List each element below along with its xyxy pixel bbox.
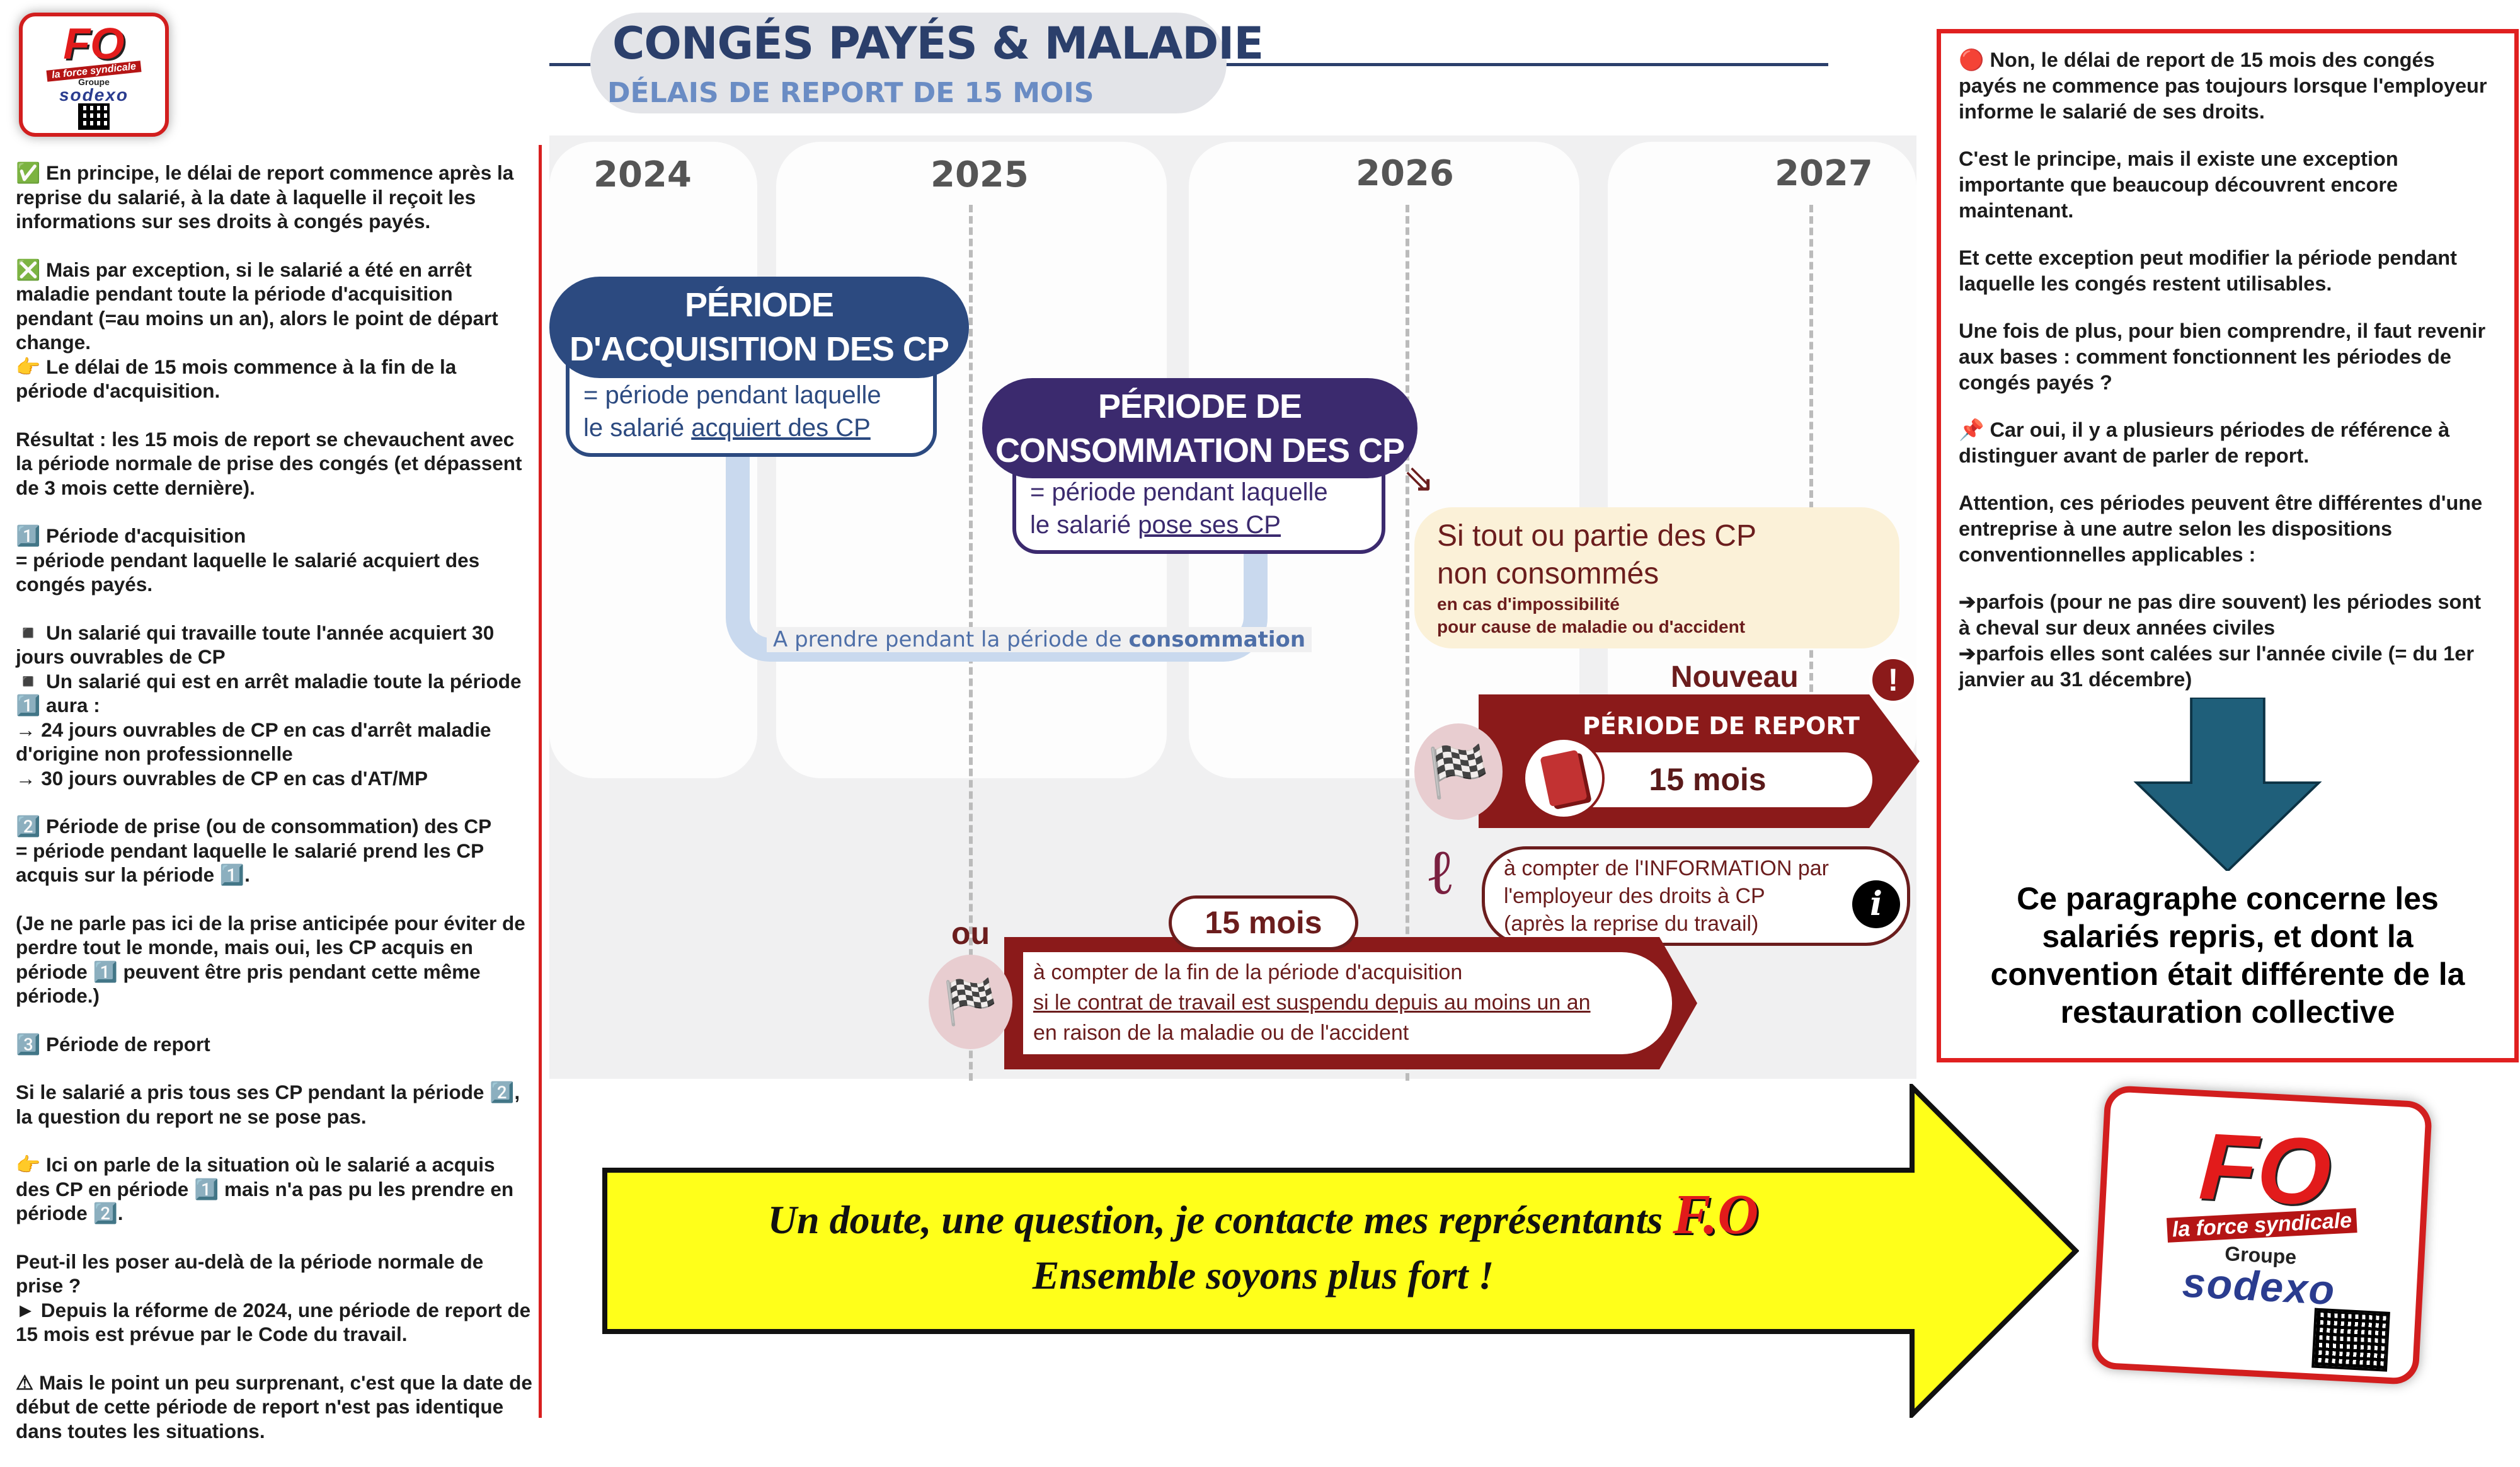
year-label: 2024 — [593, 154, 692, 195]
infographic-title: CONGÉS PAYÉS & MALADIE — [612, 18, 1264, 69]
fo-sodexo-logo-large: FO la force syndicale Groupe sodexo — [2090, 1084, 2433, 1386]
down-arrow-icon — [2133, 698, 2322, 871]
banner-line-2: Ensemble soyons plus fort ! — [1032, 1253, 1494, 1297]
info-line-1: à compter de l'INFORMATION par — [1504, 856, 1829, 880]
left-paragraph: ⚠ Mais le point un peu surprenant, c'est… — [16, 1371, 538, 1442]
banner-fo: F.O — [1673, 1183, 1759, 1246]
left-paragraph: 3️⃣ Période de report — [16, 1032, 210, 1056]
left-paragraph: Si le salarié a pris tous ses CP pendant… — [16, 1081, 525, 1128]
infographic: 2024 2025 2026 2027 A prendre pendant la… — [549, 135, 1920, 1081]
fo-tagline: la force syndicale — [2167, 1208, 2358, 1243]
left-paragraph: ◾ Un salarié qui travaille toute l'année… — [16, 621, 522, 790]
acq-title-2: D'ACQUISITION DES CP — [570, 330, 949, 368]
nc-small-2: pour cause de maladie ou d'accident — [1437, 617, 1746, 636]
year-label: 2025 — [931, 154, 1029, 195]
alt-line-2: si le contrat de travail est suspendu de… — [1033, 991, 1591, 1015]
cons-desc-1: = période pendant laquelle — [1030, 478, 1328, 506]
alt-description: à compter de la fin de la période d'acqu… — [1023, 952, 1672, 1054]
year-column — [1608, 142, 1916, 778]
arrow-down-right-icon: ⇘ — [1403, 457, 1435, 500]
left-paragraph: Peut-il les poser au-delà de la période … — [16, 1250, 531, 1346]
info-line-2: l'employeur des droits à CP — [1504, 884, 1765, 908]
year-label: 2026 — [1356, 153, 1454, 194]
nc-small-1: en cas d'impossibilité — [1437, 594, 1620, 614]
infographic-header: CONGÉS PAYÉS & MALADIE DÉLAIS DE REPORT … — [549, 0, 1916, 135]
connector-bold: consommation — [1128, 627, 1306, 652]
info-icon: i — [1852, 880, 1900, 928]
logo-group: Groupe — [78, 77, 110, 87]
left-paragraph: ❎ Mais par exception, si le salarié a ét… — [16, 258, 498, 403]
acq-desc-prefix: le salarié — [583, 414, 692, 442]
acquisition-pill: PÉRIODE D'ACQUISITION DES CP — [549, 277, 969, 378]
nouveau-label: Nouveau — [1671, 660, 1799, 694]
qr-code-icon — [78, 103, 110, 130]
qr-code-icon — [2311, 1308, 2390, 1372]
banner-line-1-text: Un doute, une question, je contacte mes … — [767, 1197, 1673, 1242]
right-paragraph: Et cette exception peut modifier la péri… — [1959, 246, 2463, 295]
fo-sodexo-logo-small: FO la force syndicale Groupe sodexo — [19, 13, 169, 137]
logo-sodexo: sodexo — [59, 85, 129, 105]
checkered-flags-icon: 🏁 — [1414, 723, 1503, 820]
right-paragraph: ➔parfois (pour ne pas dire souvent) les … — [1959, 590, 2482, 691]
right-paragraph: C'est le principe, mais il existe une ex… — [1959, 147, 2404, 222]
alt-line-1: à compter de la fin de la période d'acqu… — [1033, 960, 1463, 984]
left-paragraph: 👉 Ici on parle de la situation où le sal… — [16, 1153, 519, 1224]
consommation-pill: PÉRIODE DE CONSOMMATION DES CP — [982, 378, 1418, 478]
acq-desc-1: = période pendant laquelle — [583, 381, 881, 409]
acq-title-1: PÉRIODE — [684, 286, 834, 324]
report-duration-text: 15 mois — [1649, 762, 1767, 797]
alt-duration-text: 15 mois — [1205, 905, 1322, 940]
connector-label: A prendre pendant la période de consomma… — [767, 627, 1312, 652]
cons-desc-prefix: le salarié — [1030, 511, 1138, 539]
right-text-box: 🔴 Non, le délai de report de 15 mois des… — [1937, 29, 2519, 1062]
right-paragraph: Une fois de plus, pour bien comprendre, … — [1959, 319, 2492, 394]
alt-line-3: en raison de la maladie ou de l'accident — [1033, 1021, 1409, 1045]
year-column — [549, 142, 757, 778]
left-paragraph: ✅ En principe, le délai de report commen… — [16, 161, 520, 233]
ou-label: ou — [951, 916, 990, 951]
acq-desc-2: le salarié acquiert des CP — [583, 411, 919, 444]
left-paragraph: (Je ne parle pas ici de la prise anticip… — [16, 911, 531, 1008]
banner-line-1: Un doute, une question, je contacte mes … — [617, 1185, 1909, 1250]
non-consommes-box: Si tout ou partie des CP non consommés e… — [1414, 507, 1899, 648]
cons-desc-2: le salarié pose ses CP — [1030, 509, 1368, 541]
year-label: 2027 — [1775, 153, 1873, 194]
title-background — [590, 13, 1227, 113]
nc-line-1: Si tout ou partie des CP — [1437, 519, 1756, 553]
left-paragraph: 1️⃣ Période d'acquisition = période pend… — [16, 524, 480, 595]
connector-text: A prendre pendant la période de — [773, 627, 1129, 652]
nc-line-2: non consommés — [1437, 557, 1659, 590]
conclusion-text: Ce paragraphe concerne les salariés repr… — [1990, 881, 2465, 1030]
banner-text: Un doute, une question, je contacte mes … — [617, 1185, 1909, 1301]
cons-title-1: PÉRIODE DE — [1097, 388, 1302, 425]
right-paragraph: Attention, ces périodes peuvent être dif… — [1959, 492, 2488, 566]
cons-desc-link: pose ses CP — [1138, 511, 1281, 539]
left-paragraph: Résultat : les 15 mois de report se chev… — [16, 427, 528, 499]
warning-exclamation-icon: ! — [1869, 656, 1917, 704]
alt-flags-icon: 🏁 — [929, 955, 1012, 1049]
alt-duration: 15 mois — [1169, 895, 1358, 950]
left-paragraph: 2️⃣ Période de prise (ou de consommation… — [16, 815, 492, 886]
code-du-travail-book-icon — [1523, 737, 1605, 819]
acquisition-description: = période pendant laquelle le salarié ac… — [566, 362, 937, 457]
acq-desc-link: acquiert des CP — [691, 414, 871, 442]
information-box: à compter de l'INFORMATION par l'employe… — [1482, 846, 1910, 946]
infographic-subtitle: DÉLAIS DE REPORT DE 15 MOIS — [607, 77, 1094, 109]
year-divider — [1809, 205, 1813, 772]
fo-logo-text: FO — [2197, 1112, 2334, 1226]
yellow-banner-arrow — [602, 1084, 2079, 1418]
right-paragraph: 📌 Car oui, il y a plusieurs périodes de … — [1959, 418, 2456, 467]
cons-title-2: CONSOMMATION DES CP — [995, 432, 1405, 469]
report-title: PÉRIODE DE REPORT — [1583, 712, 1860, 740]
year-divider — [1406, 205, 1409, 1081]
info-line-3: (après la reprise du travail) — [1504, 912, 1759, 936]
right-paragraph: 🔴 Non, le délai de report de 15 mois des… — [1959, 49, 2493, 123]
fo-logo-text: FO — [63, 19, 125, 68]
left-divider — [539, 145, 542, 1418]
curly-arrow-icon: ℓ — [1425, 835, 1455, 909]
left-text-column: ✅ En principe, le délai de report commen… — [16, 161, 532, 1467]
